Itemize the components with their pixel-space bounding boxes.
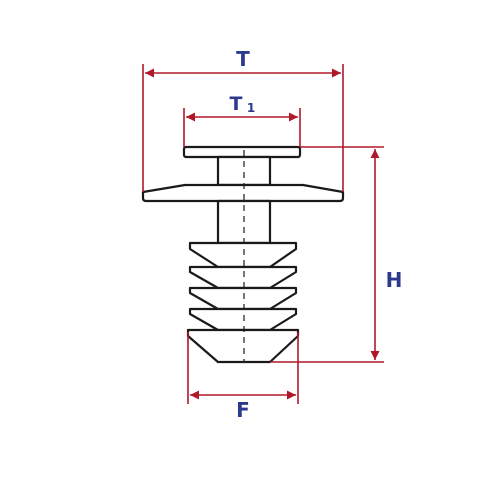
rib-2 bbox=[188, 265, 298, 290]
dimension-H bbox=[270, 146, 384, 363]
top-cap bbox=[182, 145, 302, 159]
dim-H-label: H bbox=[386, 268, 403, 292]
dimension-T bbox=[142, 64, 344, 192]
flange bbox=[141, 183, 345, 203]
rib-1 bbox=[188, 241, 298, 269]
rib-4 bbox=[188, 307, 298, 332]
dim-T1-subscript: 1 bbox=[247, 101, 255, 115]
dimension-T1 bbox=[183, 108, 301, 147]
rib-3 bbox=[188, 286, 298, 311]
tip bbox=[186, 328, 300, 364]
dim-T1-label: T bbox=[230, 93, 243, 115]
dim-F-label: F bbox=[236, 398, 250, 422]
dim-T-label: T bbox=[236, 47, 250, 71]
dimension-F bbox=[187, 332, 299, 404]
clip-part bbox=[141, 145, 345, 364]
